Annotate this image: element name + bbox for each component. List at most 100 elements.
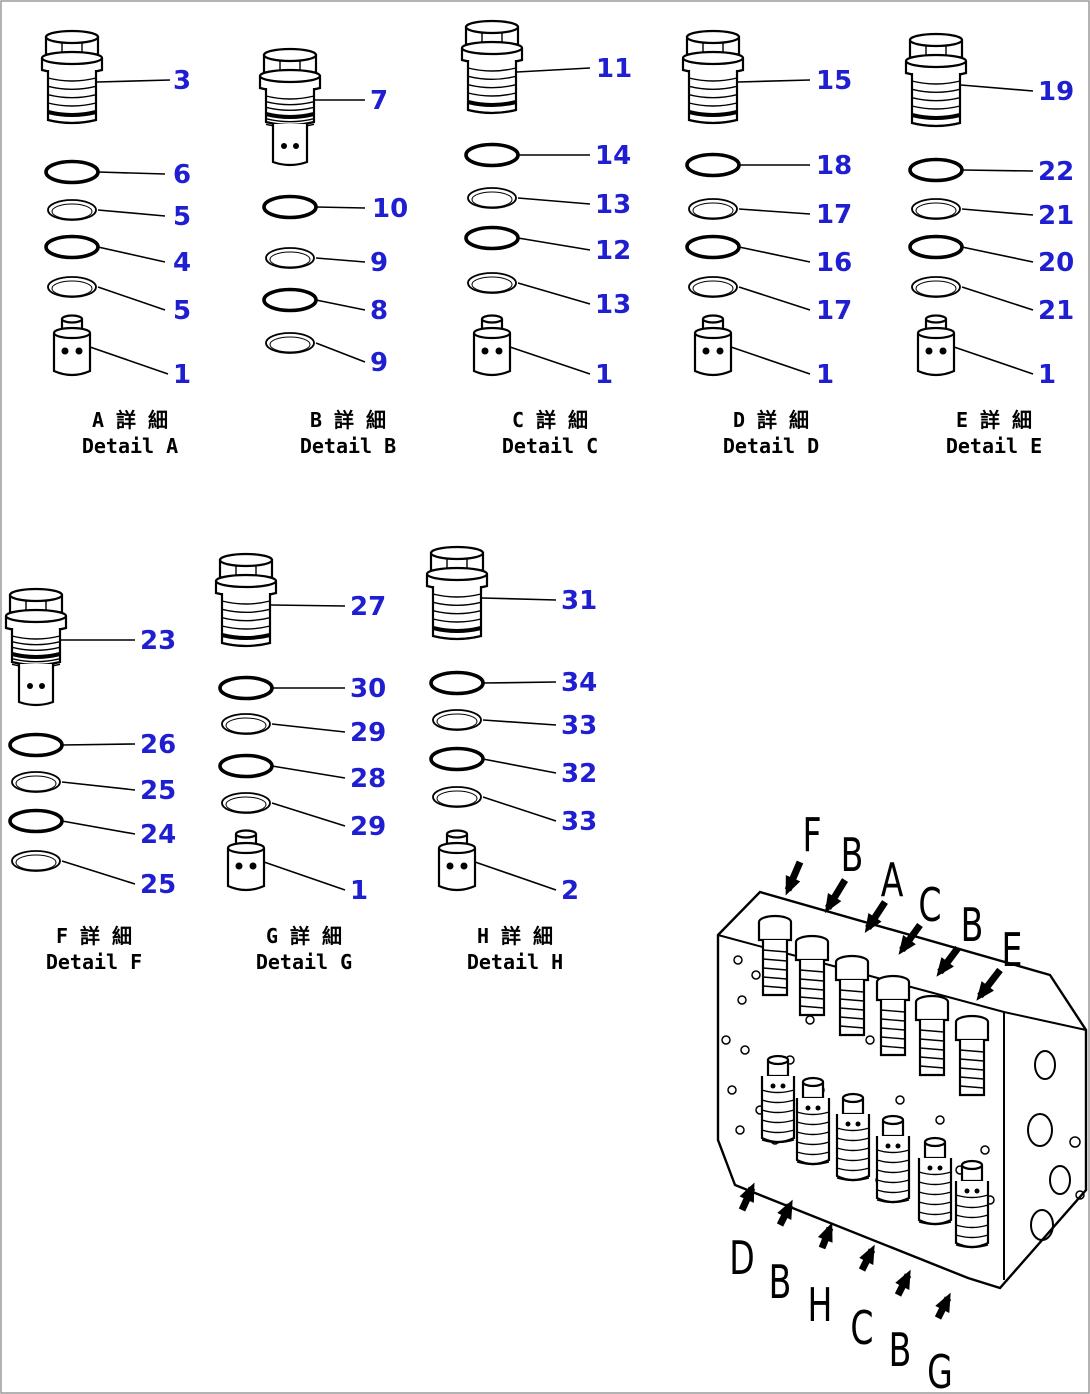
- valve-plug: [904, 32, 968, 128]
- detail-caption-en: Detail A: [82, 434, 178, 458]
- reference-number: 33: [561, 807, 597, 837]
- leader-line: [730, 346, 811, 375]
- view-label-bottom: G: [927, 1347, 953, 1394]
- leader-line: [953, 346, 1034, 375]
- view-label-bottom: D: [729, 1233, 755, 1286]
- reference-number: 18: [816, 151, 852, 181]
- leader-line: [271, 723, 346, 733]
- leader-line: [315, 206, 366, 209]
- o-ring: [688, 198, 738, 220]
- detail-caption-en: Detail E: [946, 434, 1042, 458]
- leader-line: [315, 299, 366, 311]
- detail-caption-ja: H 詳 細: [477, 924, 553, 948]
- o-ring: [464, 225, 520, 251]
- reference-number: 11: [596, 54, 632, 84]
- valve-plug: [681, 29, 745, 125]
- reference-number: 10: [372, 194, 408, 224]
- o-ring: [221, 713, 271, 735]
- view-label-top: E: [1002, 925, 1023, 978]
- reference-number: 17: [816, 200, 852, 230]
- view-label-bottom: B: [769, 1257, 792, 1310]
- reference-number: 9: [370, 248, 388, 278]
- assembly-spool: [875, 1114, 911, 1204]
- o-ring: [262, 194, 318, 220]
- o-ring: [429, 670, 485, 696]
- o-ring: [44, 159, 100, 185]
- assembly-spool: [835, 1092, 871, 1182]
- o-ring: [432, 786, 482, 808]
- leader-line: [516, 67, 591, 73]
- o-ring: [429, 746, 485, 772]
- assembly-plug: [875, 974, 911, 1057]
- o-ring: [221, 792, 271, 814]
- view-label-bottom: C: [850, 1303, 873, 1356]
- reference-number: 5: [173, 296, 191, 326]
- reference-number: 1: [173, 360, 191, 390]
- assembly-spool: [954, 1159, 990, 1249]
- detail-caption-en: Detail C: [502, 434, 598, 458]
- valve-plug: [258, 47, 322, 167]
- reference-number: 21: [1038, 201, 1074, 231]
- reference-number: 6: [173, 160, 191, 190]
- reference-number: 16: [816, 248, 852, 278]
- reference-number: 33: [561, 711, 597, 741]
- o-ring: [8, 808, 64, 834]
- arrow-head: [777, 1199, 793, 1220]
- leader-line: [97, 246, 166, 263]
- assembly-spool: [795, 1076, 831, 1166]
- leader-line: [517, 282, 591, 305]
- reference-number: 2: [561, 876, 579, 906]
- leader-line: [738, 286, 811, 311]
- valve-plug: [214, 552, 278, 648]
- o-ring: [467, 272, 517, 294]
- leader-line: [961, 286, 1034, 311]
- o-ring: [47, 199, 97, 221]
- reference-number: 34: [561, 668, 597, 698]
- o-ring: [265, 332, 315, 354]
- reference-number: 13: [595, 290, 631, 320]
- o-ring: [908, 157, 964, 183]
- assembly-spool: [917, 1136, 953, 1226]
- leader-line: [482, 719, 557, 726]
- view-label-top: F: [802, 810, 821, 863]
- leader-line: [61, 781, 136, 791]
- reference-number: 21: [1038, 296, 1074, 326]
- reference-number: 13: [595, 190, 631, 220]
- reference-number: 1: [1038, 360, 1056, 390]
- valve-spool: [52, 314, 92, 377]
- o-ring: [44, 234, 100, 260]
- o-ring: [11, 850, 61, 872]
- o-ring: [218, 675, 274, 701]
- reference-number: 27: [350, 592, 386, 622]
- reference-number: 14: [595, 141, 631, 171]
- reference-number: 8: [370, 296, 388, 326]
- reference-number: 12: [595, 236, 631, 266]
- arrow-head: [898, 935, 916, 955]
- view-label-bottom: H: [808, 1280, 833, 1333]
- reference-number: 30: [350, 674, 386, 704]
- o-ring: [432, 709, 482, 731]
- reference-number: 23: [140, 626, 176, 656]
- view-label-bottom: B: [889, 1325, 912, 1378]
- leader-line: [482, 681, 557, 684]
- reference-number: 25: [140, 776, 176, 806]
- reference-number: 31: [561, 586, 597, 616]
- reference-number: 15: [816, 66, 852, 96]
- arrow-head: [895, 1269, 911, 1290]
- assembly-plug: [757, 914, 793, 997]
- leader-line: [97, 286, 166, 311]
- arrow-head: [817, 1222, 833, 1243]
- o-ring: [685, 152, 741, 178]
- leader-line: [481, 597, 557, 601]
- leader-line: [97, 209, 166, 217]
- assembly-plug: [834, 954, 870, 1037]
- leader-line: [482, 758, 557, 774]
- leader-line: [509, 346, 591, 375]
- detail-caption-en: Detail G: [256, 950, 352, 974]
